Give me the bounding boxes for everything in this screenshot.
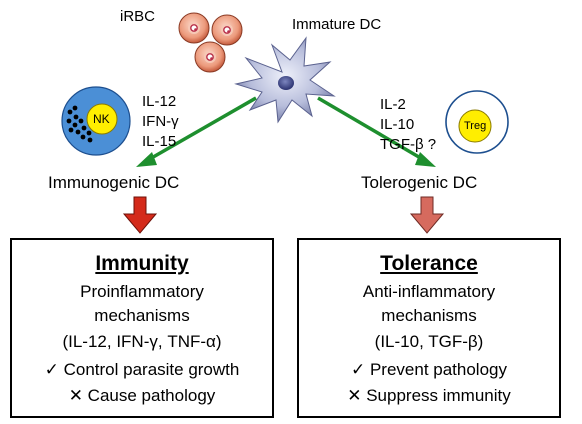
tolerance-line-5: ✕ Suppress immunity <box>347 386 511 405</box>
immunity-box: Immunity Proinflammatory mechanisms (IL-… <box>10 238 274 418</box>
tolerance-line-3: (IL-10, TGF-β) <box>374 332 484 351</box>
tolerance-heading: Tolerance <box>380 252 478 275</box>
green-arrow-right <box>317 96 436 167</box>
immunity-line-3: (IL-12, IFN-γ, TNF-α) <box>62 332 222 351</box>
tolerance-line-1: Anti-inflammatory <box>362 282 496 301</box>
right-cytokine-1: IL-2 <box>380 96 406 113</box>
red-arrow-left <box>122 196 158 234</box>
immunity-heading: Immunity <box>95 252 189 275</box>
immunity-line-2: mechanisms <box>94 306 190 325</box>
green-arrow-left <box>136 96 257 167</box>
tolerance-line-2: mechanisms <box>381 306 477 325</box>
tolerance-box: Tolerance Anti-inflammatory mechanisms (… <box>297 238 561 418</box>
tolerogenic-dc-label: Tolerogenic DC <box>361 173 478 192</box>
immature-dc-label: Immature DC <box>292 16 382 33</box>
irbc-label: iRBC <box>120 8 156 25</box>
irbc-cell-2 <box>211 14 243 46</box>
nk-label: NK <box>93 112 110 126</box>
right-cytokine-3: TGF-β ? <box>380 136 437 153</box>
tolerance-line-4: ✓ Prevent pathology <box>350 360 507 379</box>
immunogenic-dc-label: Immunogenic DC <box>48 173 180 192</box>
irbc-cell-1 <box>178 12 210 44</box>
red-arrow-right <box>409 196 445 234</box>
left-cytokine-1: IL-12 <box>142 93 177 110</box>
immunity-line-5: ✕ Cause pathology <box>68 386 216 405</box>
immunity-line-4: ✓ Control parasite growth <box>44 360 240 379</box>
left-cytokine-2: IFN-γ <box>142 113 179 130</box>
irbc-cell-3 <box>194 41 226 73</box>
right-cytokine-2: IL-10 <box>380 116 415 133</box>
treg-label: Treg <box>464 120 487 132</box>
immature-dc-cell <box>234 36 336 124</box>
immunity-line-1: Proinflammatory <box>80 282 204 301</box>
treg-cell <box>445 90 509 154</box>
left-cytokine-3: IL-15 <box>142 133 177 150</box>
nk-cell <box>61 86 131 156</box>
